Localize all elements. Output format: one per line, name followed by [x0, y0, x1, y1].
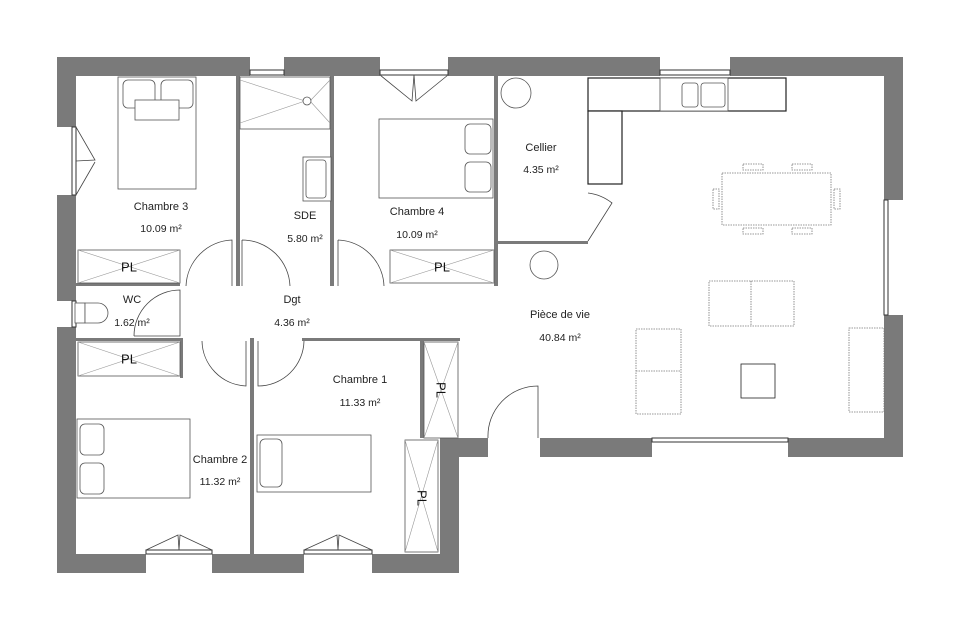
furniture [74, 76, 885, 499]
room-name-wc: WC [122, 294, 142, 306]
closets [77, 249, 495, 553]
room-name-dgt: Dgt [283, 294, 301, 306]
room-area-cellier: 4.35 m² [523, 164, 559, 176]
room-name-sde: SDE [293, 210, 317, 222]
room-name-chambre-3: Chambre 3 [133, 201, 189, 213]
closet-label-chambre-1-b: PL [414, 490, 430, 506]
room-area-chambre-2: 11.32 m² [199, 476, 241, 488]
room-name-chambre-2: Chambre 2 [192, 454, 248, 466]
room-area-dgt: 4.36 m² [274, 317, 310, 329]
closet-label-chambre-1-a: PL [433, 382, 449, 398]
closet-label-chambre-4: PL [434, 259, 450, 275]
room-name-chambre-4: Chambre 4 [389, 206, 445, 218]
room-name-cellier: Cellier [525, 142, 557, 154]
closet-label-chambre-2: PL [121, 351, 137, 367]
room-area-piece-de-vie: 40.84 m² [539, 332, 581, 344]
room-area-chambre-4: 10.09 m² [396, 229, 438, 241]
room-area-wc: 1.62 m² [114, 317, 150, 329]
room-name-piece-de-vie: Pièce de vie [530, 309, 590, 321]
exterior-walls [57, 57, 903, 573]
interior-walls [76, 76, 588, 554]
room-name-chambre-1: Chambre 1 [332, 374, 388, 386]
room-area-sde: 5.80 m² [287, 233, 323, 245]
room-area-chambre-1: 11.33 m² [339, 397, 381, 409]
room-area-chambre-3: 10.09 m² [140, 223, 182, 235]
windows [71, 69, 889, 555]
closet-label-chambre-3: PL [121, 259, 137, 275]
doors [133, 192, 613, 439]
